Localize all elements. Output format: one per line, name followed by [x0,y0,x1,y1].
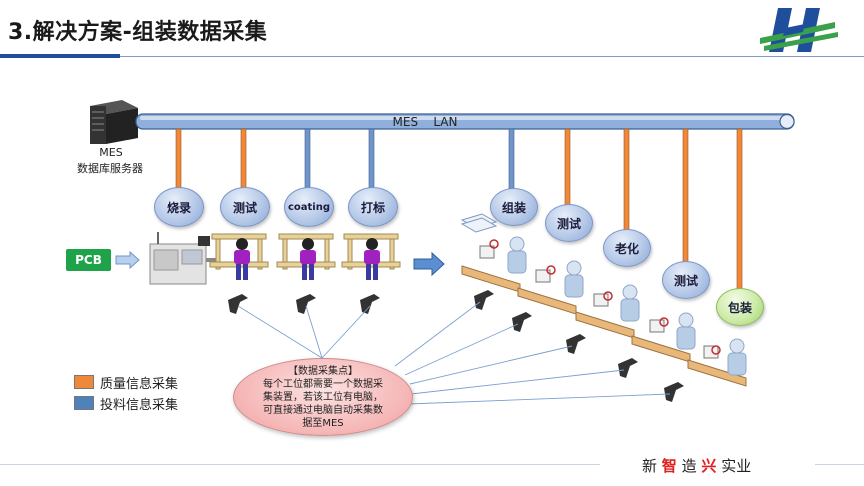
data-collection-callout: 【数据采集点】 每个工位都需要一个数据采 集装置，若该工位有电脑， 可直接通过电… [233,358,413,436]
worker-1 [209,233,269,280]
footer-part-2: 智 [661,457,677,475]
station-node-packing: 包装 [716,288,764,326]
server-label-db: 数据库服务器 [77,162,143,175]
callout-title: 【数据采集点】 [288,365,358,377]
station-node-test-2: 测试 [545,204,593,242]
page-title: 3.解决方案-组装数据采集 [8,20,268,45]
line1-connectors [175,128,375,190]
station-c [575,284,640,339]
worker-3 [341,233,401,280]
footer-divider-left [0,464,600,465]
callout-line-2: 集装置，若该工位有电脑， [263,391,383,403]
server-label-mes: MES [99,146,123,159]
station-node-burn: 烧录 [154,187,204,227]
legend-label-quality: 质量信息采集 [100,377,179,392]
worker-2 [276,233,336,280]
callout-line-3: 可直接通过电脑自动采集数 [263,404,383,416]
footer-divider-right [815,464,864,465]
station-a [461,236,527,293]
collection-lines [237,301,671,405]
line2-stations [460,213,747,387]
mes-lan-bus [135,113,795,130]
company-logo [760,8,838,52]
pcb-arrow [115,250,140,270]
station-node-aging: 老化 [603,229,651,267]
line2-scanners [474,290,684,402]
station-node-test-3: 测试 [662,261,710,299]
legend-swatch-quality [74,375,94,389]
footer-part-4: 兴 [701,457,717,475]
title-accent-bar [0,54,120,58]
title-divider [120,56,864,57]
callout-line-4: 据至MES [302,417,344,429]
station-node-assembly: 组装 [490,188,538,226]
legend-label-material: 投料信息采集 [100,398,179,413]
station-d [631,312,696,363]
flow-arrow [413,251,445,277]
line1-workers [209,233,401,280]
paper-stack-icon [460,213,498,233]
station-node-test: 测试 [220,187,270,227]
station-b [517,260,584,315]
line1-scanners [228,294,380,314]
footer-part-5: 实业 [721,457,752,475]
footer-slogan: 新 智 造 兴 实业 [642,455,751,476]
bus-label: MES LAN [392,115,458,129]
callout-line-1: 每个工位都需要一个数据采 [263,378,383,390]
pcb-badge: PCB [66,249,111,271]
legend-swatch-material [74,396,94,410]
station-node-marking: 打标 [348,187,398,227]
station-node-coating: coating [284,187,334,227]
station-e [687,338,747,387]
burn-machine-icon [149,232,218,285]
footer-part-3: 造 [681,457,697,475]
footer-part-1: 新 [642,457,658,475]
database-server-icon [90,100,138,144]
